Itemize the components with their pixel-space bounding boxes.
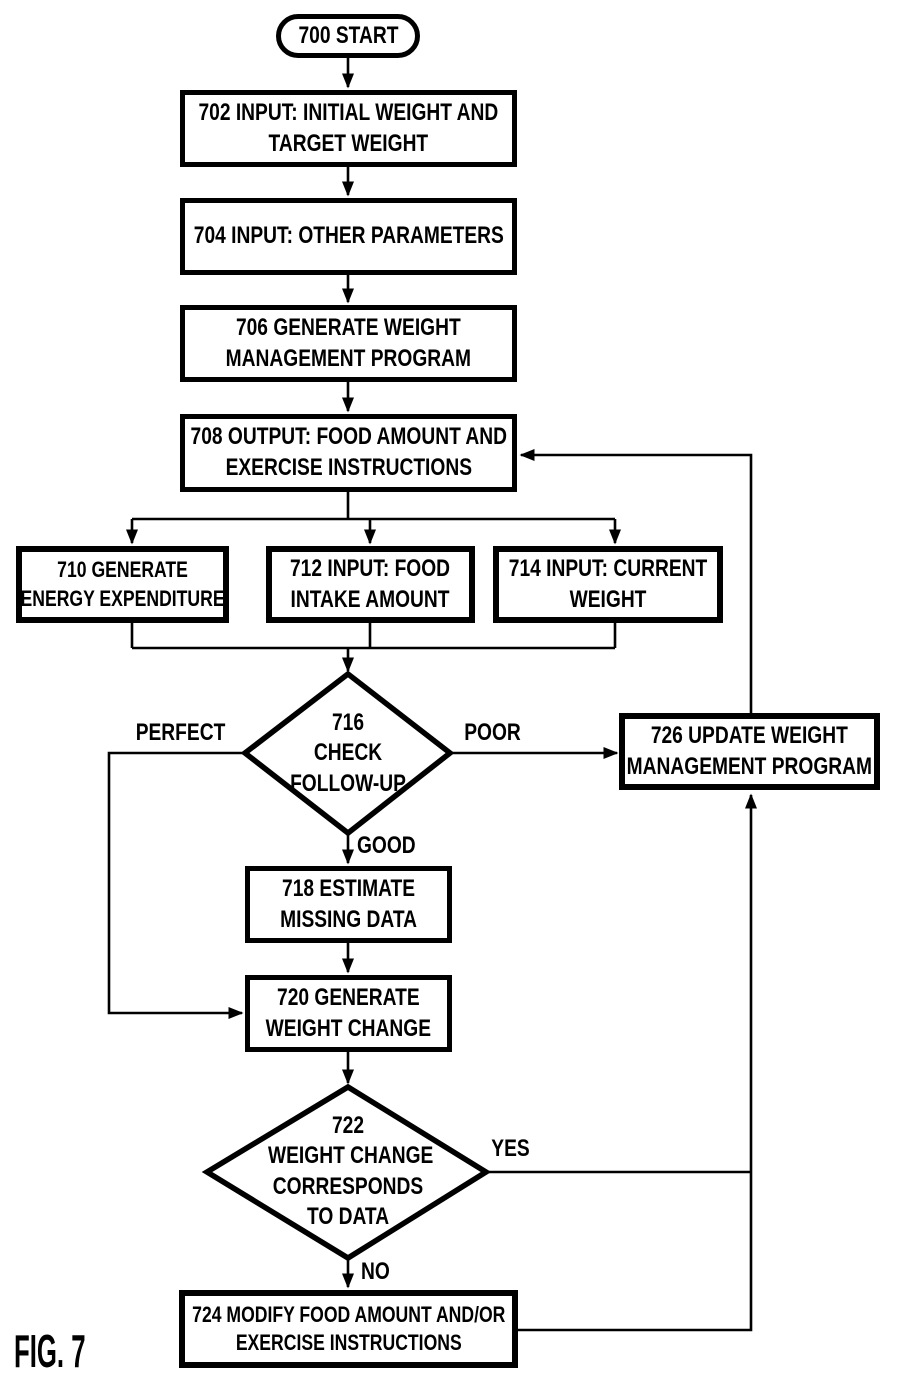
edge-726-708 [519,449,753,713]
edge-label-good: GOOD [357,832,416,859]
edge-716-720-perfect [107,751,247,1019]
node-718-label: 718 ESTIMATE MISSING DATA [280,874,417,933]
node-710-label: 710 GENERATE ENERGY EXPENDITURE [20,557,225,611]
edge-724-726 [517,793,757,1332]
node-702-label: 702 INPUT: INITIAL WEIGHT AND TARGET WEI… [198,98,499,157]
node-702-input-initial-target-weight: 702 INPUT: INITIAL WEIGHT AND TARGET WEI… [180,90,517,167]
node-718-estimate-missing-data: 718 ESTIMATE MISSING DATA [245,866,452,943]
node-706-generate-weight-management-program: 706 GENERATE WEIGHT MANAGEMENT PROGRAM [180,305,517,382]
node-704-label: 704 INPUT: OTHER PARAMETERS [193,222,504,250]
node-708-label: 708 OUTPUT: FOOD AMOUNT AND EXERCISE INS… [190,423,507,481]
decision-716-shape [240,670,455,837]
node-714-label: 714 INPUT: CURRENT WEIGHT [508,554,708,613]
node-722-decision-label: 722 WEIGHT CHANGE CORRESPONDS TO DATA [268,1112,434,1231]
node-726-label: 726 UPDATE WEIGHT MANAGEMENT PROGRAM [626,721,873,780]
node-724-label: 724 MODIFY FOOD AMOUNT AND/OR EXERCISE I… [191,1301,506,1355]
node-720-generate-weight-change: 720 GENERATE WEIGHT CHANGE [245,975,452,1052]
node-700-start: 700 START [276,14,420,58]
node-724-modify-food-exercise: 724 MODIFY FOOD AMOUNT AND/OR EXERCISE I… [179,1290,518,1368]
node-720-label: 720 GENERATE WEIGHT CHANGE [265,983,432,1042]
node-712-input-food-intake: 712 INPUT: FOOD INTAKE AMOUNT [266,546,475,623]
decision-722-shape [201,1083,492,1262]
node-716-decision-label: 716 CHECK FOLLOW-UP [290,709,406,797]
edge-label-perfect: PERFECT [135,719,226,746]
edge-label-no: NO [361,1258,390,1285]
node-714-input-current-weight: 714 INPUT: CURRENT WEIGHT [493,546,723,623]
node-726-update-weight-management-program: 726 UPDATE WEIGHT MANAGEMENT PROGRAM [619,713,880,790]
node-704-input-other-parameters: 704 INPUT: OTHER PARAMETERS [180,198,517,275]
node-700-label: 700 START [298,21,398,49]
node-712-label: 712 INPUT: FOOD INTAKE AMOUNT [290,554,451,613]
edge-label-poor: POOR [464,719,521,746]
node-710-generate-energy-expenditure: 710 GENERATE ENERGY EXPENDITURE [16,546,229,623]
plain-connectors [130,492,751,1174]
node-708-output-food-exercise: 708 OUTPUT: FOOD AMOUNT AND EXERCISE INS… [180,414,517,492]
figure-caption: FIG. 7 [14,1325,86,1377]
edge-label-yes: YES [491,1135,530,1162]
node-706-label: 706 GENERATE WEIGHT MANAGEMENT PROGRAM [225,313,472,372]
